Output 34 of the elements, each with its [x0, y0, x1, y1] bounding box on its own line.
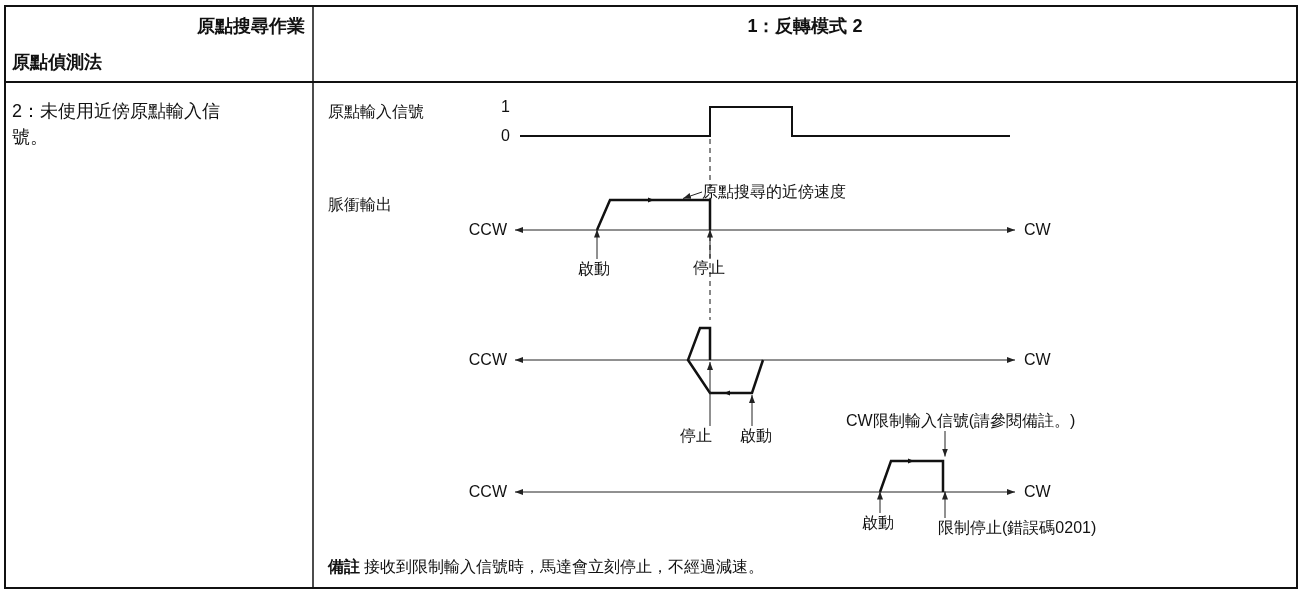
level-label: 1 — [501, 97, 510, 117]
signal-label: 脈衝輸出 — [328, 195, 392, 215]
row-heading: 原點偵測法 — [12, 52, 102, 72]
pulse-waveform — [595, 197, 712, 231]
note-text: 備註 接收到限制輸入信號時，馬達會立刻停止，不經過減速。 — [328, 557, 765, 577]
callout-text: 原點搜尋的近傍速度 — [702, 182, 846, 202]
pulse-waveform — [878, 458, 945, 493]
level-label: 0 — [501, 126, 510, 146]
direction-label: CW — [1024, 350, 1051, 370]
pulse-waveform — [686, 326, 765, 396]
direction-label: CCW — [468, 220, 507, 240]
leader-arrow — [877, 491, 883, 514]
callout-text: 停止 — [693, 258, 725, 278]
callout-text: 啟動 — [740, 426, 772, 446]
callout-text: 啟動 — [862, 513, 894, 533]
callout-text: 停止 — [680, 426, 712, 446]
leader-arrow — [707, 361, 713, 427]
leader-arrow — [682, 191, 703, 199]
callout-text: 啟動 — [578, 259, 610, 279]
callout-text: 限制停止(錯誤碼0201) — [938, 518, 1097, 538]
column-heading: 1：反轉模式 2 — [747, 16, 863, 36]
leader-arrow — [942, 491, 948, 519]
callout-text: CW限制輸入信號(請參閱備註。) — [846, 411, 1076, 431]
direction-label: CCW — [468, 482, 507, 502]
signal-label: 原點輸入信號 — [328, 102, 424, 122]
row-text: 2：未使用近傍原點輸入信號。 — [12, 100, 221, 149]
leader-arrow — [749, 394, 755, 427]
leader-arrow — [594, 229, 600, 260]
leader-arrow — [707, 229, 713, 259]
direction-label: CW — [1024, 220, 1051, 240]
direction-label: CCW — [468, 350, 507, 370]
direction-label: CW — [1024, 482, 1051, 502]
leader-arrow — [942, 430, 948, 457]
column-heading: 原點搜尋作業 — [197, 16, 305, 36]
